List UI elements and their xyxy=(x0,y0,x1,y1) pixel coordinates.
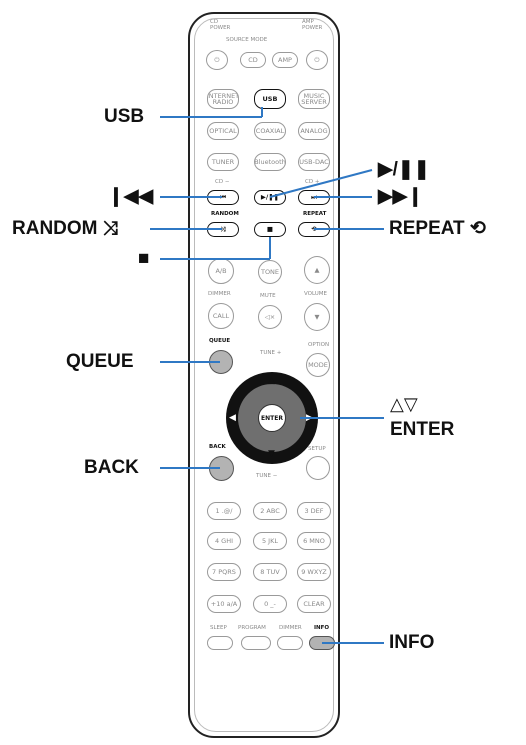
volume-up-button[interactable]: ▲ xyxy=(304,256,330,284)
info-callout: INFO xyxy=(389,632,435,653)
number-8-button[interactable]: 8 TUV xyxy=(253,563,287,581)
number-6-button[interactable]: 6 MNO xyxy=(297,532,331,550)
play-pause-button[interactable]: ▶/❚❚ xyxy=(254,190,286,205)
call-button[interactable]: CALL xyxy=(208,303,234,329)
mute-button[interactable]: ◁× xyxy=(258,305,282,329)
enter-button[interactable]: ENTER xyxy=(258,404,286,432)
info-small-label: INFO xyxy=(314,625,330,631)
cursor-ring: ENTER xyxy=(238,384,306,452)
optical-button[interactable]: OPTICAL xyxy=(207,122,239,140)
setup-button[interactable] xyxy=(306,456,330,480)
back-callout: BACK xyxy=(84,457,139,478)
source-mode-label: SOURCE MODE xyxy=(226,37,268,43)
clear-button[interactable]: CLEAR xyxy=(297,595,331,613)
number-4-button[interactable]: 4 GHI xyxy=(207,532,241,550)
previous-callout: ❙◀◀ xyxy=(108,186,154,207)
tune-minus-label: TUNE − xyxy=(256,473,278,479)
sleep-small-label: SLEEP xyxy=(210,625,227,631)
amp-button[interactable]: AMP xyxy=(272,52,298,68)
cd-minus-label: CD − xyxy=(215,179,230,185)
number-5-button[interactable]: 5 JKL xyxy=(253,532,287,550)
repeat-callout: REPEAT ⟲ xyxy=(389,218,486,239)
sleep-button[interactable] xyxy=(207,636,233,650)
volume-small-label: VOLUME xyxy=(304,291,328,297)
repeat-small-label: REPEAT xyxy=(303,211,327,217)
cursor-up-icon[interactable]: ▲ xyxy=(268,376,275,386)
number-9-button[interactable]: 9 WXYZ xyxy=(297,563,331,581)
cursor-left-icon[interactable]: ◀ xyxy=(229,413,236,423)
remote-inner-outline xyxy=(194,18,334,732)
number-0-button[interactable]: 0 _- xyxy=(253,595,287,613)
program-button[interactable] xyxy=(241,636,271,650)
queue-small-label: QUEUE xyxy=(209,338,231,344)
next-callout: ▶▶❙ xyxy=(378,186,424,207)
cursor-pad[interactable]: ENTER ▲ ▼ ◀ ▶ xyxy=(226,372,318,464)
plus10-button[interactable]: +10 a/A xyxy=(207,595,241,613)
mute-small-label: MUTE xyxy=(260,293,276,299)
random-callout: RANDOM ⤨ xyxy=(12,218,118,239)
tuner-button[interactable]: TUNER xyxy=(207,153,239,171)
play-pause-callout: ▶/❚❚ xyxy=(378,159,430,180)
option-small-label: OPTION xyxy=(308,342,330,348)
usb-button[interactable]: USB xyxy=(254,89,286,109)
number-3-button[interactable]: 3 DEF xyxy=(297,502,331,520)
cursor-down-icon[interactable]: ▼ xyxy=(268,449,275,459)
dimmer-small-label: DIMMER xyxy=(208,291,231,297)
number-2-button[interactable]: 2 ABC xyxy=(253,502,287,520)
cd-power-button[interactable]: ⏻ xyxy=(206,50,228,70)
stop-button[interactable]: ■ xyxy=(254,222,286,237)
coaxial-button[interactable]: COAXIAL xyxy=(254,122,286,140)
cd-button[interactable]: CD xyxy=(240,52,266,68)
back-small-label: BACK xyxy=(209,444,226,450)
play-pause-leader-line xyxy=(269,169,373,198)
volume-down-button[interactable]: ▼ xyxy=(304,303,330,331)
dimmer-bottom-label: DIMMER xyxy=(279,625,302,631)
usb-dac-button[interactable]: USB-DAC xyxy=(298,153,330,171)
cursor-callout: △▽ xyxy=(390,394,418,414)
setup-small-label: SETUP xyxy=(308,446,326,452)
enter-callout: ENTER xyxy=(390,419,455,440)
usb-callout: USB xyxy=(104,106,145,127)
analog-button[interactable]: ANALOG xyxy=(298,122,330,140)
number-7-button[interactable]: 7 PQRS xyxy=(207,563,241,581)
amp-power-button[interactable]: ⏻ xyxy=(306,50,328,70)
cd-plus-label: CD + xyxy=(305,179,320,185)
stop-callout: ■ xyxy=(138,248,150,269)
random-small-label: RANDOM xyxy=(211,211,239,217)
queue-callout: QUEUE xyxy=(66,351,134,372)
ab-button[interactable]: A/B xyxy=(208,258,234,284)
bluetooth-button[interactable]: Bluetooth xyxy=(254,153,286,171)
mode-button[interactable]: MODE xyxy=(306,353,330,377)
tune-plus-label: TUNE + xyxy=(260,350,282,356)
number-1-button[interactable]: 1 .@/ xyxy=(207,502,241,520)
dimmer-button[interactable] xyxy=(277,636,303,650)
program-small-label: PROGRAM xyxy=(238,625,266,631)
tone-button[interactable]: TONE xyxy=(258,260,282,284)
